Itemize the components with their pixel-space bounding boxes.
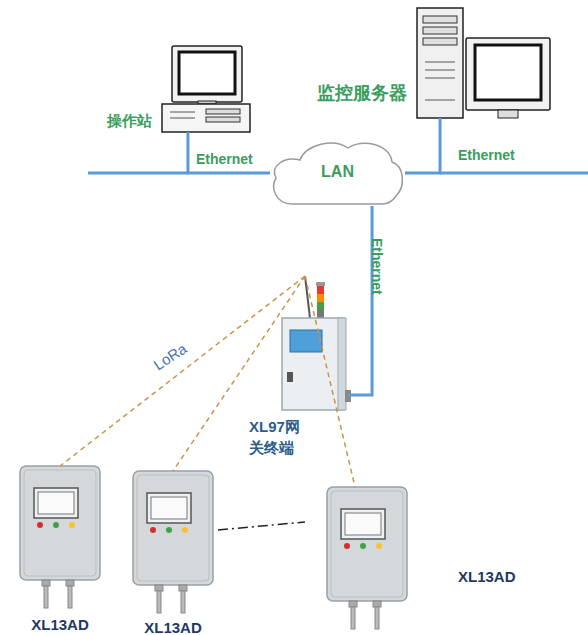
status-led [360,543,366,549]
sensor-display [38,492,74,514]
monitor-stand [498,110,518,118]
vent-line [425,78,455,79]
ellipsis-line [218,522,305,530]
link-label: Ethernet [369,238,385,295]
node-label: LAN [270,161,405,183]
vent-line [170,112,195,113]
sensor-device: XL13AD [18,466,102,634]
drive-bay [423,16,457,23]
sensor-device: XL13AD [131,471,215,635]
sensor-display [151,497,187,519]
bus-line [440,172,588,175]
sensor-lid [331,491,403,597]
node-label: XL13AD [18,614,102,635]
vent-line [425,70,455,71]
status-led [69,522,75,528]
lan-cloud: LAN [270,138,405,206]
node-label: XL97网 关终端 [249,416,307,458]
node-label: 监控服务器 [317,81,427,106]
node-label: XL13AD [458,566,534,587]
radio-label: LoRa [150,340,189,374]
sensor-lid [24,470,96,576]
drive-bay [423,38,457,45]
beacon-orange [317,294,324,302]
pipe-fitting [42,580,50,586]
beacon-cap [316,282,325,286]
node-label: 操作站 [107,110,167,131]
drive-slot [206,109,240,114]
monitor-screen [475,45,541,100]
lora-link [60,276,305,466]
lora-link [305,276,355,487]
touch-screen [290,330,322,352]
pipe-fitting [155,585,163,591]
pressure-tube [157,591,161,613]
sensor-device [327,487,407,629]
pressure-tube [375,607,379,629]
sensor-body [20,466,100,580]
status-led [37,522,43,528]
monitor-server: 监控服务器 [315,5,555,118]
pressure-tube [68,586,72,608]
beacon-green [317,302,324,310]
status-led [344,543,350,549]
monitor-screen [179,52,235,94]
server-tower [417,8,463,118]
pressure-tube [44,586,48,608]
beacon-red [317,286,324,294]
vent-line [425,100,455,101]
drive-bay [423,27,457,34]
pc-case [162,104,250,132]
pipe-fitting [349,601,357,607]
bus-line [88,172,188,175]
beacon-base [317,310,324,318]
sensor-device [133,471,213,613]
monitor-case [172,46,242,102]
pipe-fitting [179,585,187,591]
sensor-device: XL13AD [325,487,535,601]
node-label: XL13AD [131,617,215,635]
status-led [150,527,156,533]
drive-slot [206,117,240,122]
ethernet-link [348,206,372,395]
sensor-screen [341,509,385,539]
vent-line [170,118,195,119]
antenna [305,276,310,318]
pipe-fitting [66,580,74,586]
monitor-case [466,38,550,110]
status-led [53,522,59,528]
sensor-screen [34,488,78,518]
sensor-body [327,487,407,601]
link-label: Ethernet [196,151,253,167]
sensor-display [345,513,381,535]
gateway-terminal [282,276,351,410]
gateway-terminal: XL97网 关终端 [245,276,348,456]
link-label: Ethernet [458,147,515,163]
server-computer [417,8,550,118]
status-led [182,527,188,533]
pressure-tube [181,591,185,613]
operator-computer [162,46,250,132]
ethernet-link [405,118,440,173]
sensor-lid [137,475,209,581]
status-led [376,543,382,549]
status-led [166,527,172,533]
cabinet-lock [287,372,293,382]
cabinet-body [282,318,344,410]
ethernet-link [188,132,270,173]
cabinet-side [338,318,346,410]
pipe-fitting [373,601,381,607]
vent-line [425,62,455,63]
operator-station: 操作站 [105,42,250,132]
sensor-body [133,471,213,585]
pressure-tube [351,607,355,629]
sensor-device [20,466,100,608]
sensor-screen [147,493,191,523]
